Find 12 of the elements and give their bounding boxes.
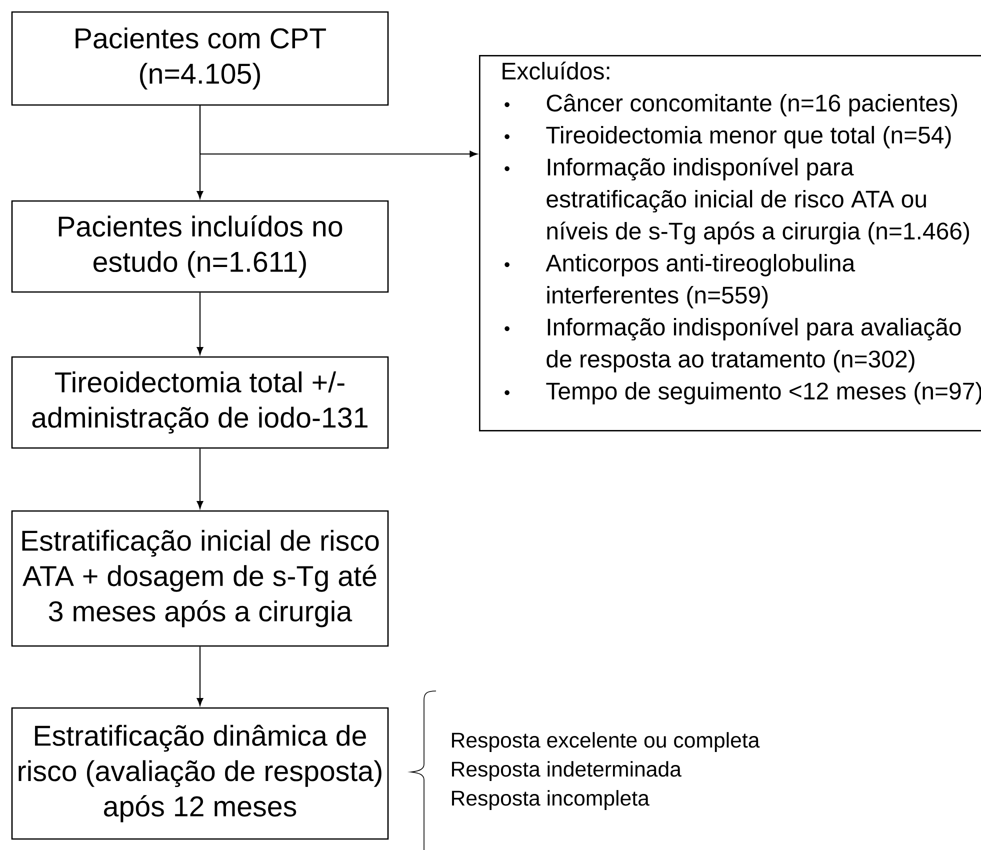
arrow (199, 106, 478, 158)
arrow (196, 646, 204, 706)
process-box: Pacientes incluídos no estudo (n=1.611) (11, 200, 389, 293)
process-box: Estratificação inicial de risco ATA + dosagem de s-Tg até 3 meses após a cirurgia (11, 510, 389, 647)
process-box: Pacientes com CPT (n=4.105) (11, 11, 389, 106)
arrow (196, 448, 204, 509)
response-label: Resposta incompleta (452, 790, 650, 810)
process-box: Estratificação dinâmica de risco (avaliação de resposta) após 12 meses (11, 707, 389, 840)
response-label: Resposta indeterminada (452, 761, 682, 781)
arrow (196, 292, 204, 355)
response-label: Resposta excelente ou completa (452, 732, 760, 752)
process-box: Tireoidectomia total +/- administração de iodo-131 (11, 356, 389, 449)
